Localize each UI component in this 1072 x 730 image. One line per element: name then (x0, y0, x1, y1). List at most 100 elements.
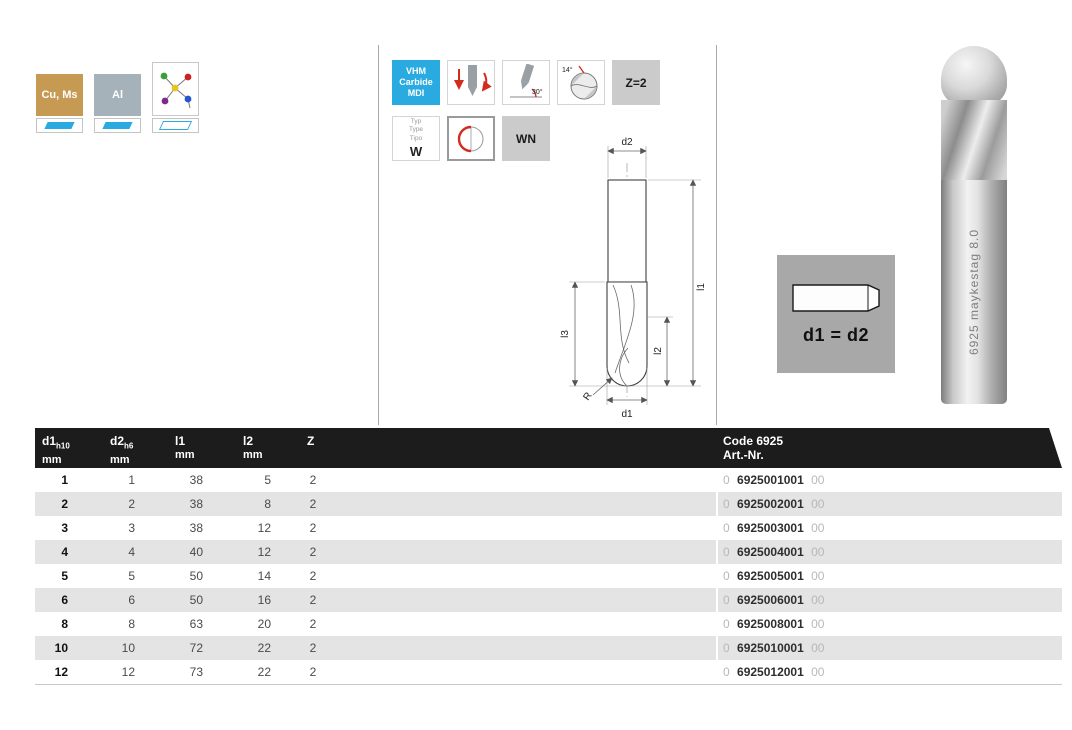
table-column-separator (716, 468, 718, 684)
cell-z: 2 (309, 473, 317, 487)
tool-shank: 6925 maykestag 8.0 (941, 180, 1007, 404)
cell-artnr: 0 6925003001 00 (723, 516, 824, 540)
table-row: 4 4 40 12 2 0 6925004001 00 (35, 540, 1062, 564)
cell-artnr: 0 6925012001 00 (723, 660, 824, 684)
artnr-prefix: 0 (723, 569, 730, 583)
hdr-l2-unit: mm (243, 449, 263, 461)
flutes-z2-badge: Z=2 (612, 60, 660, 105)
cell-d2: 3 (128, 521, 135, 535)
cell-d2: 4 (128, 545, 135, 559)
vhm-carbide-mdi-badge: VHM Carbide MDI (392, 60, 440, 105)
table-row: 12 12 73 22 2 0 6925012001 00 (35, 660, 1062, 684)
cell-d1: 1 (61, 473, 68, 487)
artnr-suffix: 00 (811, 665, 825, 679)
angle-14-label: 14° (562, 66, 573, 74)
artnr-suffix: 00 (811, 545, 825, 559)
col-header-d1: d1h10 mm (42, 434, 70, 467)
table-row: 10 10 72 22 2 0 6925010001 00 (35, 636, 1062, 660)
cell-l2: 16 (257, 593, 271, 607)
cell-d1: 10 (54, 641, 68, 655)
artnr-code: 6925004001 (737, 545, 804, 559)
flute-section (941, 100, 1007, 180)
cell-d2: 12 (121, 665, 135, 679)
artnr-code: 6925006001 (737, 593, 804, 607)
table-row: 3 3 38 12 2 0 6925003001 00 (35, 516, 1062, 540)
cell-d1: 3 (61, 521, 68, 535)
cell-artnr: 0 6925002001 00 (723, 492, 824, 516)
technical-drawing: d2 l1 l2 l3 d1 R (560, 137, 707, 420)
artnr-prefix: 0 (723, 521, 730, 535)
molecule-diagram-icon (152, 62, 199, 116)
dim-l1-label: l1 (696, 283, 707, 291)
material-al-label: Al (112, 89, 123, 101)
col-header-l2: l2 mm (243, 434, 263, 462)
vertical-divider (378, 45, 379, 425)
hdr-d2: d2 (110, 434, 125, 448)
product-photo: 6925 maykestag 8.0 (938, 46, 1010, 408)
dim-d1-label: d1 (621, 409, 633, 420)
hdr-z: Z (307, 434, 315, 448)
hdr-d1: d1 (42, 434, 57, 448)
cell-d2: 10 (121, 641, 135, 655)
cell-z: 2 (309, 665, 317, 679)
cell-artnr: 0 6925006001 00 (723, 588, 824, 612)
table-row: 6 6 50 16 2 0 6925006001 00 (35, 588, 1062, 612)
angle-30-label: 30° (532, 88, 543, 96)
ball-nose-tip (941, 46, 1007, 108)
cell-artnr: 0 6925005001 00 (723, 564, 824, 588)
hdr-l2: l2 (243, 434, 254, 448)
table-row: 2 2 38 8 2 0 6925002001 00 (35, 492, 1062, 516)
artnr-suffix: 00 (811, 497, 825, 511)
cell-d2: 5 (128, 569, 135, 583)
cell-l2: 20 (257, 617, 271, 631)
ramp-angle-30-icon: 30° (502, 60, 550, 105)
artnr-code: 6925012001 (737, 665, 804, 679)
d1-equals-d2-label: d1 = d2 (802, 324, 870, 345)
cell-l1: 38 (189, 473, 203, 487)
artnr-suffix: 00 (811, 641, 825, 655)
cell-d2: 6 (128, 593, 135, 607)
artnr-code: 6925003001 (737, 521, 804, 535)
typ-line1: Typ (410, 118, 422, 126)
table-row: 8 8 63 20 2 0 6925008001 00 (35, 612, 1062, 636)
cell-artnr: 0 6925004001 00 (723, 540, 824, 564)
cell-d1: 6 (61, 593, 68, 607)
cell-l2: 14 (257, 569, 271, 583)
cell-d2: 1 (128, 473, 135, 487)
hdr-d1-tol: h10 (56, 441, 70, 451)
artnr-prefix: 0 (723, 641, 730, 655)
plunge-cutting-icon (447, 60, 495, 105)
artnr-prefix: 0 (723, 617, 730, 631)
cell-d1: 8 (61, 617, 68, 631)
cell-z: 2 (309, 521, 317, 535)
cell-l2: 22 (257, 665, 271, 679)
z2-label: Z=2 (625, 75, 647, 90)
wn-label: WN (516, 131, 536, 146)
cell-l1: 63 (189, 617, 203, 631)
artnr-code: 6925010001 (737, 641, 804, 655)
cell-d1: 12 (54, 665, 68, 679)
chip-type-icon (36, 118, 83, 133)
artnr-prefix: 0 (723, 473, 730, 487)
artnr-suffix: 00 (811, 593, 825, 607)
cell-artnr: 0 6925008001 00 (723, 612, 824, 636)
dim-d2-label: d2 (621, 137, 633, 148)
typ-line3: Tipo (409, 134, 423, 142)
dim-r-label: R (581, 390, 594, 402)
table-row: 5 5 50 14 2 0 6925005001 00 (35, 564, 1062, 588)
col-header-code: Code 6925 Art.-Nr. (723, 434, 783, 462)
shank-equal-diameter-note: d1 = d2 (777, 255, 895, 373)
artnr-suffix: 00 (811, 569, 825, 583)
cell-l2: 22 (257, 641, 271, 655)
artnr-suffix: 00 (811, 521, 825, 535)
artnr-suffix: 00 (811, 617, 825, 631)
cell-l1: 50 (189, 593, 203, 607)
type-w-badge: Typ Type Tipo W (392, 116, 440, 161)
col-header-l1: l1 mm (175, 434, 195, 462)
cell-d1: 2 (61, 497, 68, 511)
material-cu-ms: Cu, Ms (36, 74, 83, 133)
artnr-code: 6925005001 (737, 569, 804, 583)
artnr-code: 6925002001 (737, 497, 804, 511)
helix-angle-14-icon: 14° (557, 60, 605, 105)
cell-l1: 40 (189, 545, 203, 559)
